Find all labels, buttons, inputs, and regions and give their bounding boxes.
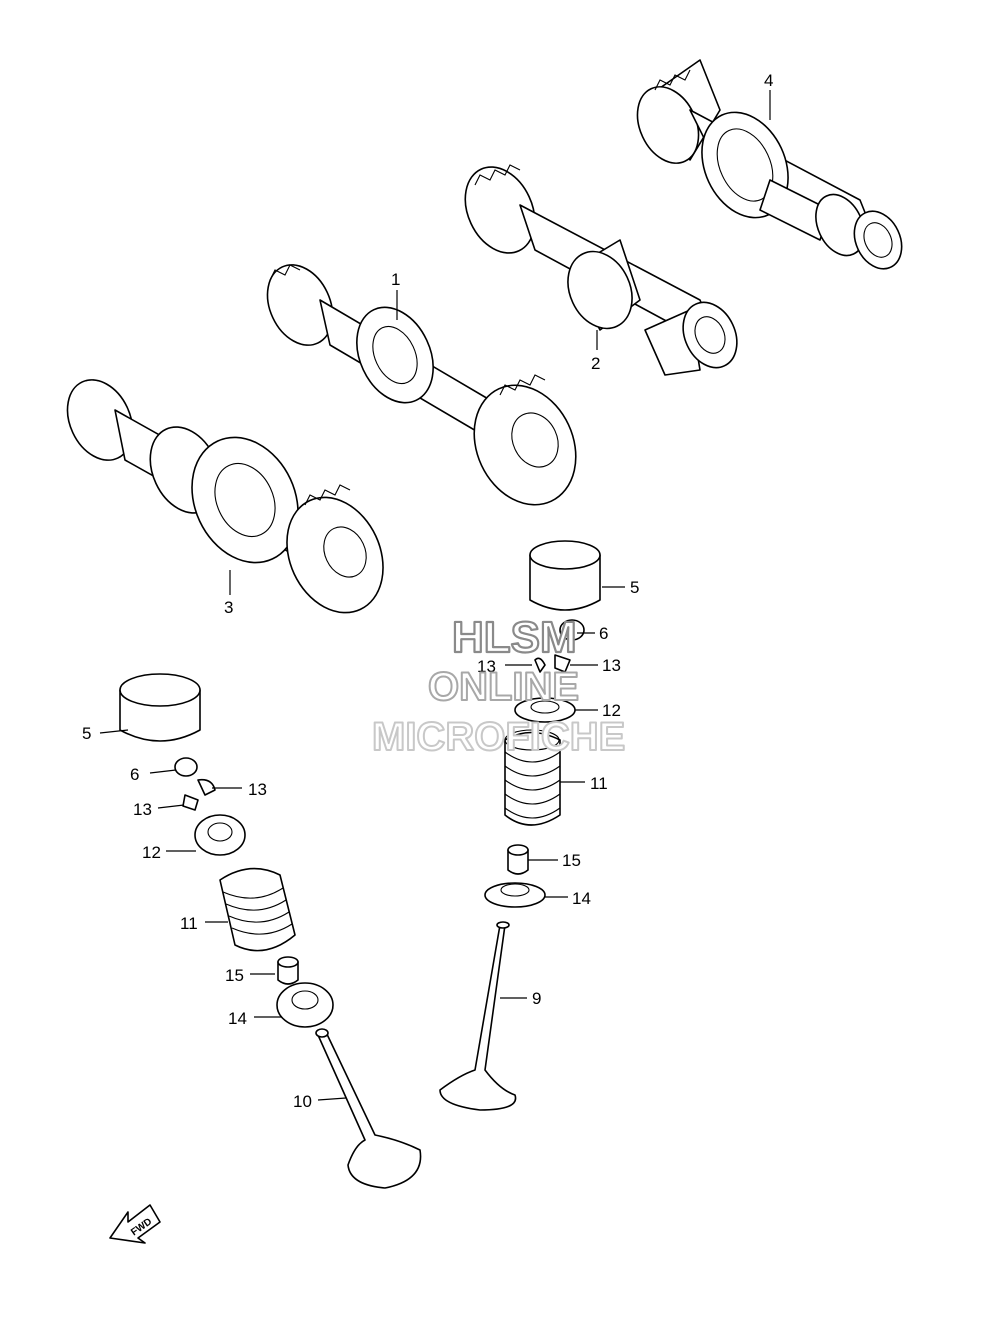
label-10: 10	[293, 1092, 312, 1111]
leader-lines	[99, 90, 771, 1101]
label-13-left-b: 13	[133, 800, 152, 819]
label-15-right: 15	[562, 851, 581, 870]
right-valve-assembly	[439, 540, 601, 1111]
label-14-right: 14	[572, 889, 591, 908]
label-13-right-b: 13	[602, 656, 621, 675]
label-13-right-a: 13	[477, 657, 496, 676]
label-12-right: 12	[602, 701, 621, 720]
label-9: 9	[532, 989, 541, 1008]
label-11-right: 11	[590, 774, 608, 793]
label-3: 3	[224, 598, 233, 617]
watermark-line-2: ONLINE	[428, 665, 579, 709]
watermark: HLSM ONLINE MICROFICHE	[371, 612, 626, 760]
label-5-right: 5	[630, 578, 639, 597]
label-15-left: 15	[225, 966, 244, 985]
label-13-left-a: 13	[248, 780, 267, 799]
part-number-labels: 1 2 3 4 5 6 13 13 12 11 15 14 9 5 6 13 1…	[82, 71, 773, 1111]
camshaft-4	[636, 59, 903, 270]
label-2: 2	[591, 354, 600, 373]
label-5-left: 5	[82, 724, 91, 743]
label-11-left: 11	[180, 914, 198, 933]
camshaft-2	[464, 164, 738, 376]
label-4: 4	[764, 71, 773, 90]
label-6-left: 6	[130, 765, 139, 784]
watermark-line-3: MICROFICHE	[372, 715, 625, 759]
watermark-line-1: HLSM	[452, 613, 577, 662]
left-valve-assembly	[119, 673, 422, 1189]
camshaft-1	[266, 264, 577, 506]
forward-arrow-icon: FWD	[109, 1204, 161, 1244]
label-12-left: 12	[142, 843, 161, 862]
label-14-left: 14	[228, 1009, 247, 1028]
label-6-right: 6	[599, 624, 608, 643]
camshaft-3	[66, 379, 384, 614]
label-1: 1	[391, 270, 400, 289]
